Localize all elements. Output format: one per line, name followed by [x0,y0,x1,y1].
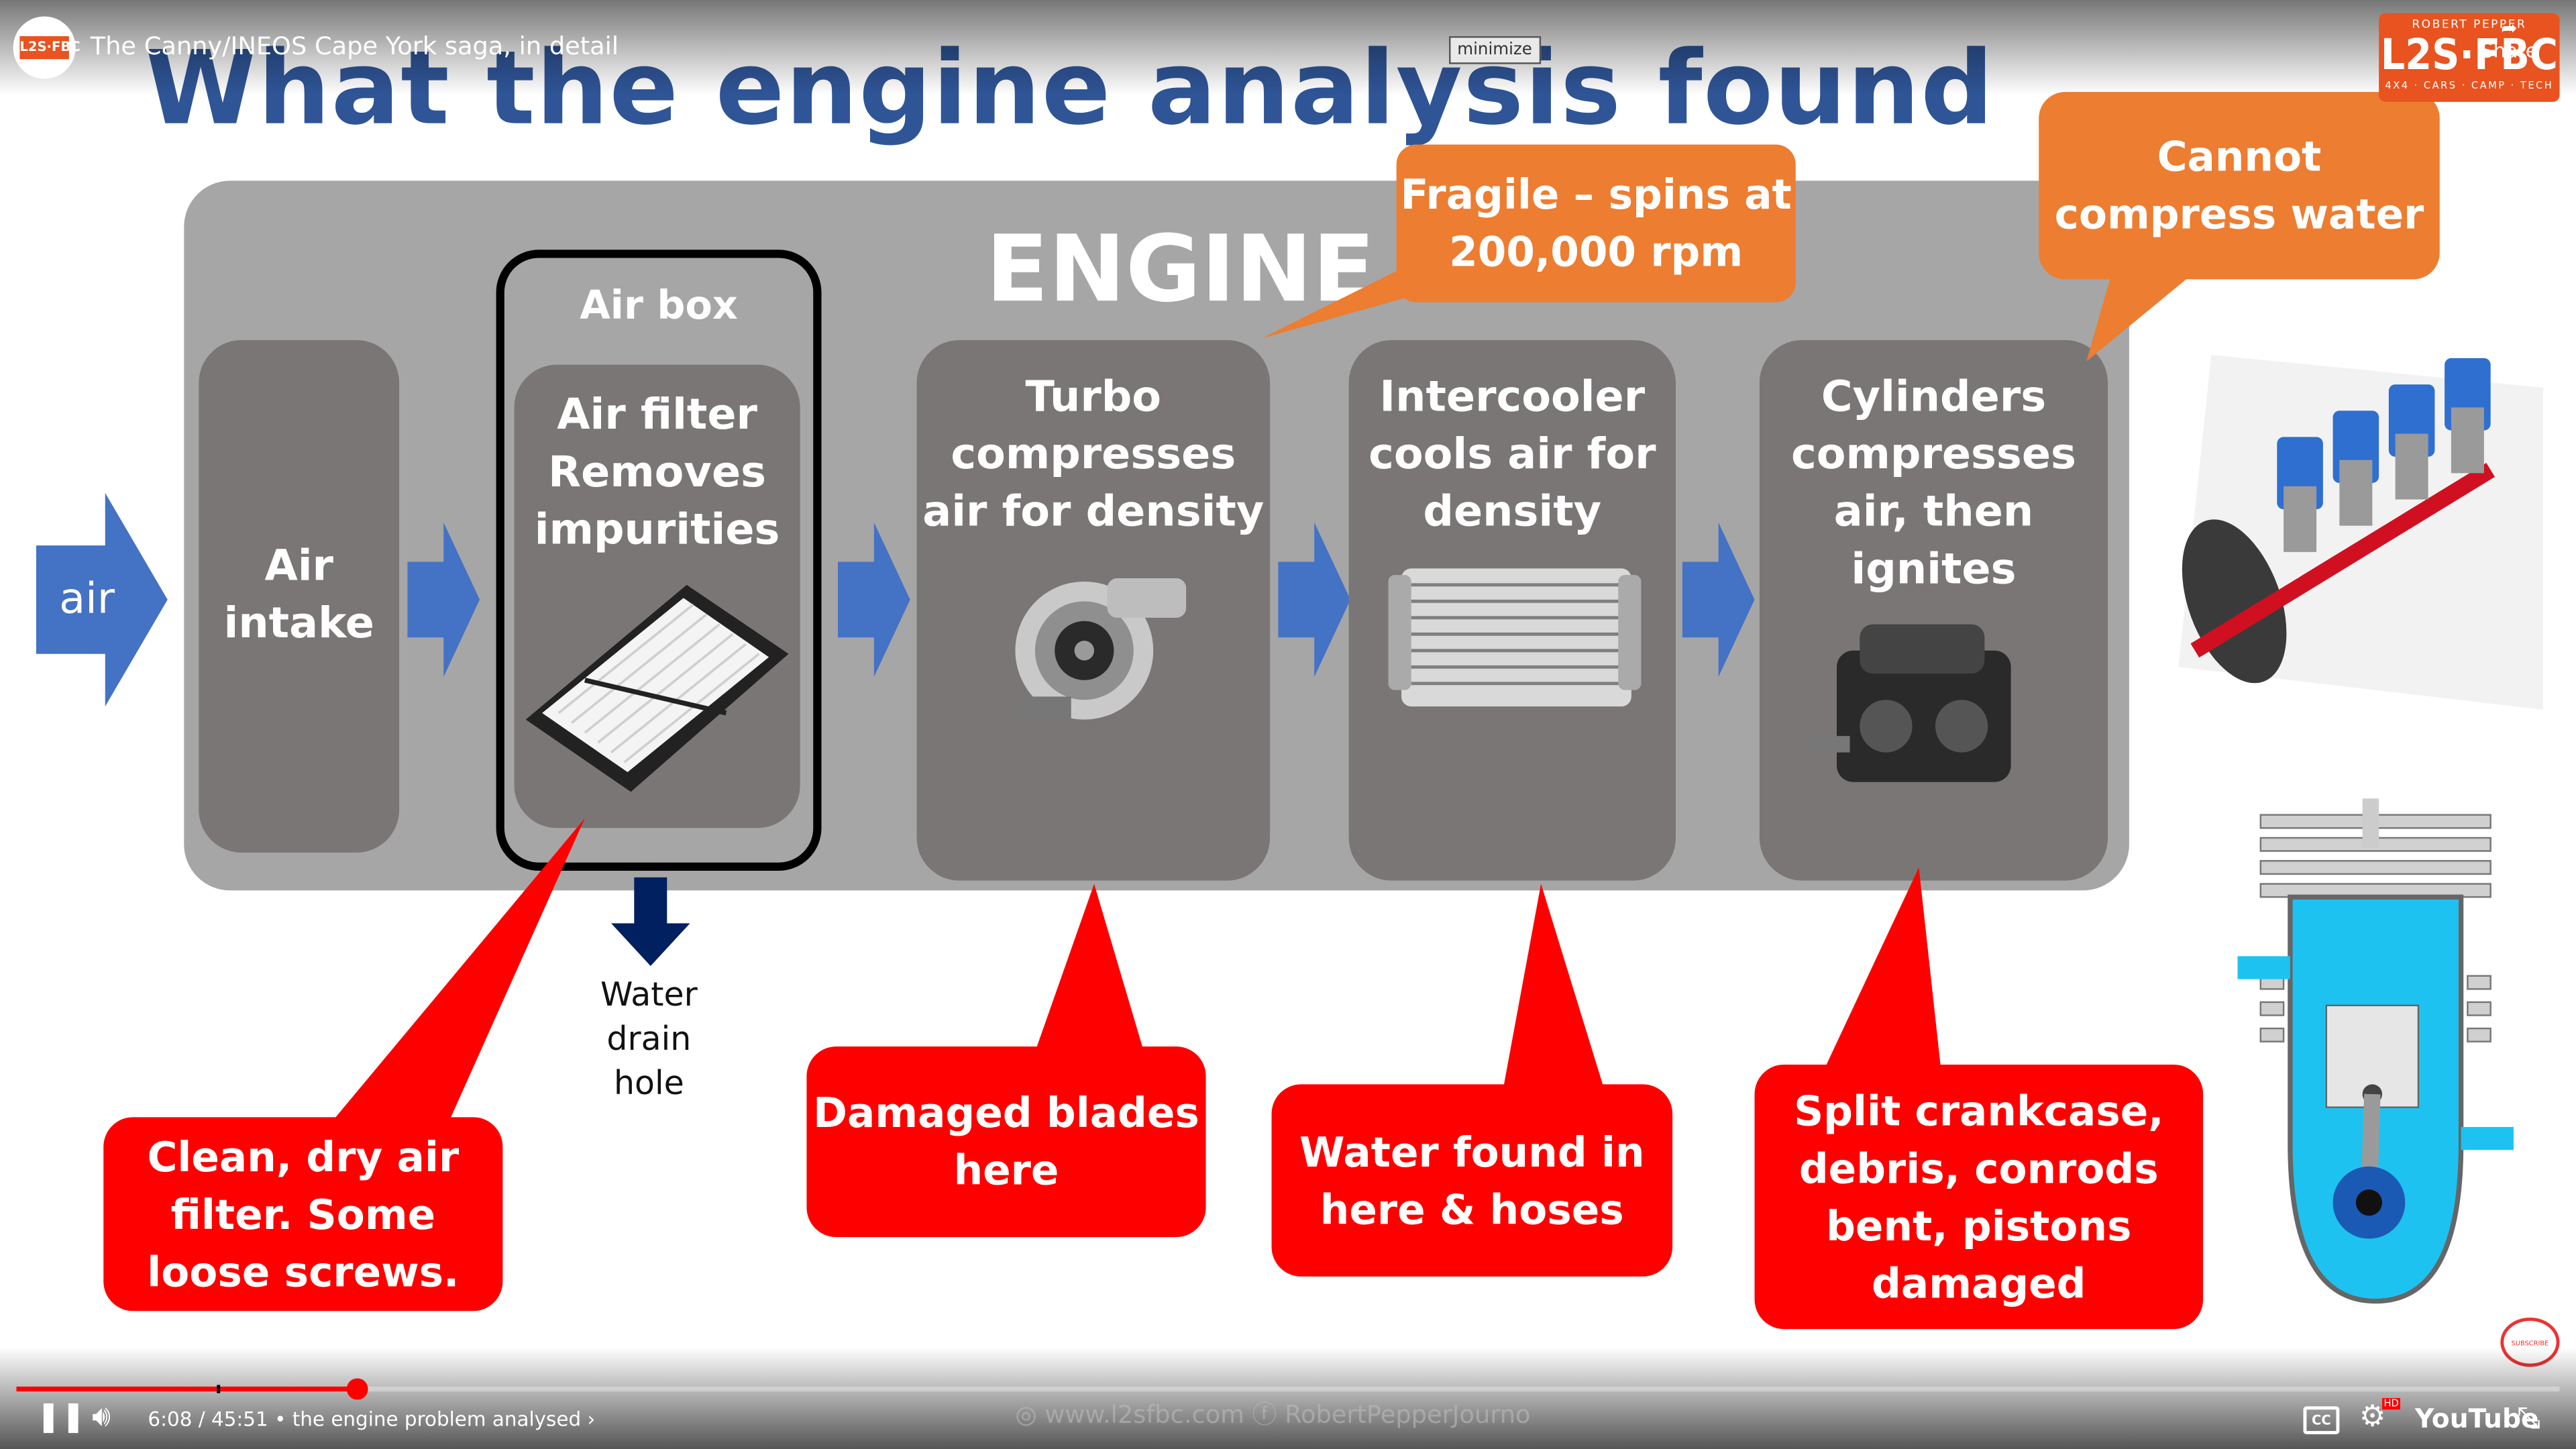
orange-tail-cylinders [2086,269,2198,362]
share-icon: ➦ [2501,16,2518,40]
share-button[interactable]: ➦ Share [2481,16,2538,62]
air-box-label: Air box [580,282,738,329]
cylinders-box: Cylinders compresses air, then ignites [1759,339,2108,881]
callout-air-filter: Clean, dry air filter. Some loose screws… [103,1117,503,1311]
chapter-divider [217,1385,221,1393]
video-title[interactable]: The Canny/INEOS Cape York saga, in detai… [90,31,619,61]
callout-damaged-blades: Damaged blades here [806,1046,1206,1238]
cylinder-illustration [2237,798,2514,1304]
watermark-site: www.l2sfbc.com [1044,1399,1244,1430]
air-filter-box: Air filter Removes impurities [514,364,800,828]
air-filter-image [525,584,789,792]
progress-bar[interactable] [16,1386,2560,1392]
settings-gear-icon[interactable]: ⚙ [2359,1399,2386,1434]
intercooler-image [1388,568,1642,707]
air-intake-text: Air intake [223,542,374,649]
air-filter-text: Air filter Removes impurities [534,390,780,555]
time-display: 6:08 / 45:51 • the engine problem analys… [148,1407,596,1432]
callout-turbo-fragile: Fragile – spins at 200,000 rpm [1396,144,1796,303]
flow-arrow-2 [837,522,910,677]
brand-top-text: ROBERT PEPPER [2412,17,2527,32]
intercooler-text: Intercooler cools air for density [1368,372,1656,537]
air-intake-box: Air intake [199,339,400,853]
brand-sub-text: 4X4 · CARS · CAMP · TECH [2385,80,2554,93]
hd-badge: HD [2382,1398,2401,1410]
chapter-title[interactable]: the engine problem analysed [292,1407,582,1432]
crankshaft-illustration [2178,354,2544,710]
air-label: air [59,575,115,625]
flow-arrow-3 [1278,522,1351,677]
volume-icon[interactable]: 🔊︎ [92,1399,111,1434]
captions-label: CC [2312,1413,2331,1428]
globe-icon: ◎ [1015,1399,1045,1430]
callout-cannot-compress: Cannot compress water [2039,92,2440,280]
orange-tail-turbo [1261,262,1413,339]
flow-arrow-4 [1682,522,1755,677]
engine-image [1807,624,2011,782]
youtube-logo[interactable]: YouTube [2415,1403,2539,1434]
turbo-image [1015,578,1187,720]
player-top-overlay [0,0,2576,96]
pause-icon[interactable]: ❚❚ [36,1399,86,1434]
turbo-text: Turbo compresses air for density [922,372,1265,537]
air-arrow [36,492,168,707]
captions-button[interactable]: CC [2303,1406,2340,1434]
cylinders-text: Cylinders compresses air, then ignites [1791,372,2076,595]
subscribe-text: SUBSCRIBE [2511,1338,2549,1348]
callout-water-found: Water found in here & hoses [1271,1084,1673,1277]
brand-logo: ROBERT PEPPER L2S·FBC 4X4 · CARS · CAMP … [2379,13,2560,102]
minimize-button[interactable]: minimize [1449,36,1541,64]
water-drain-label: Water drain hole [600,974,698,1103]
callout-split-crankcase: Split crankcase, debris, conrods bent, p… [1754,1064,2204,1330]
engine-label: ENGINE [985,217,1375,324]
time-total: 45:51 [211,1407,268,1432]
time-current: 6:08 [148,1407,193,1432]
player-bottom-overlay [0,1347,2576,1449]
progress-scrubber[interactable] [346,1378,368,1400]
facebook-icon: ⓕ [1252,1399,1285,1430]
share-label: Share [2480,39,2538,63]
air-box-frame [496,250,822,871]
progress-played [16,1386,357,1392]
watermark-facebook: RobertPepperJourno [1285,1399,1531,1430]
channel-avatar-text: L2S·FBC [19,36,80,60]
brand-main-text: L2S·FBC [2380,31,2558,81]
flow-arrow-1 [407,522,480,677]
water-drain-arrow [611,877,690,967]
exit-fullscreen-icon[interactable]: ⤡ [2516,1401,2541,1436]
watermark: ◎ www.l2sfbc.com ⓕ RobertPepperJourno [1015,1397,1530,1431]
